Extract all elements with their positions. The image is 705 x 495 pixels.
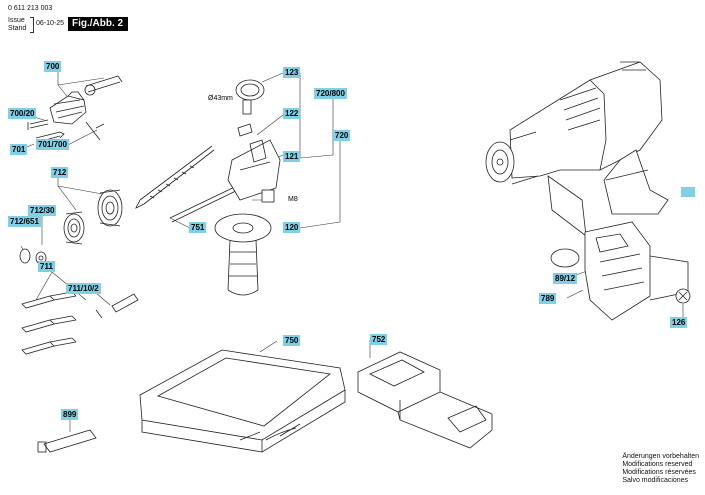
notice-fr: Modifications réservées — [622, 469, 696, 476]
part-label-701: 701 — [10, 144, 28, 155]
auxiliary-handle-clamp — [227, 79, 281, 203]
part-label-122: 122 — [283, 108, 301, 119]
issue-label: Issue — [8, 17, 25, 24]
notice-de: Änderungen vorbehalten — [622, 453, 699, 460]
header-bracket — [30, 17, 34, 33]
part-label-789: 789 — [539, 293, 557, 304]
carrying-case — [139, 349, 346, 453]
modification-notice: Änderungen vorbehalten Modifications res… — [622, 453, 699, 485]
page-edge-marker — [681, 187, 695, 197]
diameter-note: Ø43mm — [208, 95, 233, 102]
part-label-752: 752 — [370, 334, 388, 345]
battery-charger — [357, 351, 493, 449]
notice-es: Salvo modificaciones — [622, 477, 689, 484]
issue-date: 06-10-25 — [36, 20, 65, 27]
part-label-121: 121 — [283, 151, 301, 162]
part-label-89-12: 89/12 — [553, 273, 578, 284]
part-label-711-10-2: 711/10/2 — [66, 283, 101, 294]
part-label-899: 899 — [61, 409, 79, 420]
part-label-751: 751 — [189, 222, 207, 233]
part-label-712: 712 — [51, 167, 69, 178]
part-label-720: 720 — [333, 130, 351, 141]
part-label-700: 700 — [44, 61, 62, 72]
part-label-120: 120 — [283, 222, 301, 233]
part-label-126: 126 — [670, 317, 688, 328]
thread-note: M8 — [288, 196, 298, 203]
rotary-hammer-drill — [485, 61, 669, 237]
part-label-712-30: 712/30 — [28, 205, 57, 216]
part-label-701-700: 701/700 — [36, 139, 69, 150]
auxiliary-handle — [214, 213, 272, 296]
figure-label: Fig./Abb. 2 — [68, 17, 128, 31]
part-label-750: 750 — [283, 335, 301, 346]
part-label-711: 711 — [38, 261, 55, 272]
part-label-123: 123 — [283, 67, 301, 78]
stand-label: Stand — [8, 25, 27, 32]
notice-en: Modifications reserved — [622, 461, 693, 468]
doc-number: 0 611 213 003 — [8, 5, 53, 12]
battery-pack — [550, 221, 691, 321]
drill-bit — [135, 145, 215, 209]
screwdriver-bits — [21, 291, 139, 355]
part-label-720-800: 720/800 — [314, 88, 347, 99]
part-label-700-20: 700/20 — [8, 108, 37, 119]
adapter-assembly — [19, 189, 123, 265]
grease-tube — [37, 429, 97, 453]
chuck-assembly — [27, 75, 123, 143]
part-label-712-651: 712/651 — [8, 216, 41, 227]
